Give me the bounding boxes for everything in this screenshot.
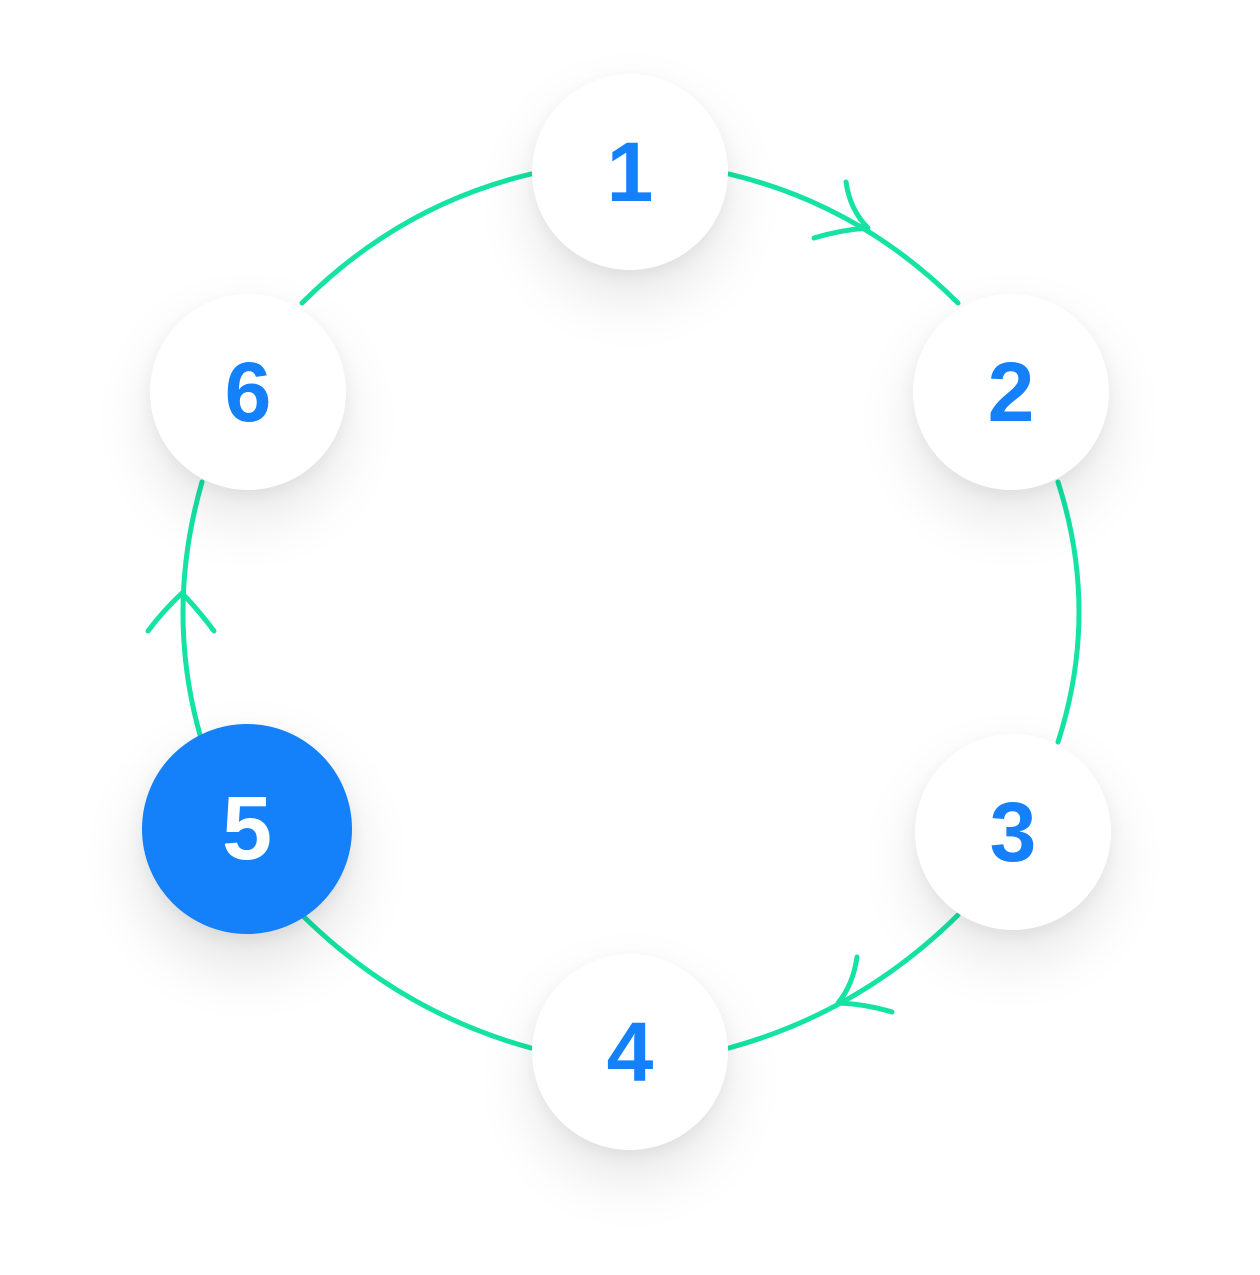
- ring-arc-1-2: [726, 171, 961, 306]
- step-label-5: 5: [221, 779, 273, 879]
- arrow-up-chevron-icon: [145, 590, 217, 634]
- ring-arc-3-4: [726, 912, 961, 1051]
- arrow-right-chevron-icon: [811, 179, 871, 241]
- step-node-5[interactable]: 5: [142, 724, 352, 934]
- step-label-2: 2: [987, 345, 1035, 439]
- step-node-4[interactable]: 4: [532, 954, 728, 1150]
- step-label-6: 6: [224, 345, 272, 439]
- step-node-6[interactable]: 6: [150, 294, 346, 490]
- arrow-left-chevron-icon: [835, 954, 895, 1015]
- ring-arc-5-6: [180, 479, 205, 738]
- step-node-3[interactable]: 3: [915, 734, 1111, 930]
- ring-arc-6-1: [299, 171, 534, 306]
- ring-arc-2-3: [1055, 479, 1082, 745]
- step-label-4: 4: [606, 1005, 654, 1099]
- ring-arc-4-5: [299, 912, 534, 1051]
- step-node-2[interactable]: 2: [913, 294, 1109, 490]
- step-label-3: 3: [989, 785, 1037, 879]
- step-node-1[interactable]: 1: [532, 74, 728, 270]
- step-label-1: 1: [606, 125, 654, 219]
